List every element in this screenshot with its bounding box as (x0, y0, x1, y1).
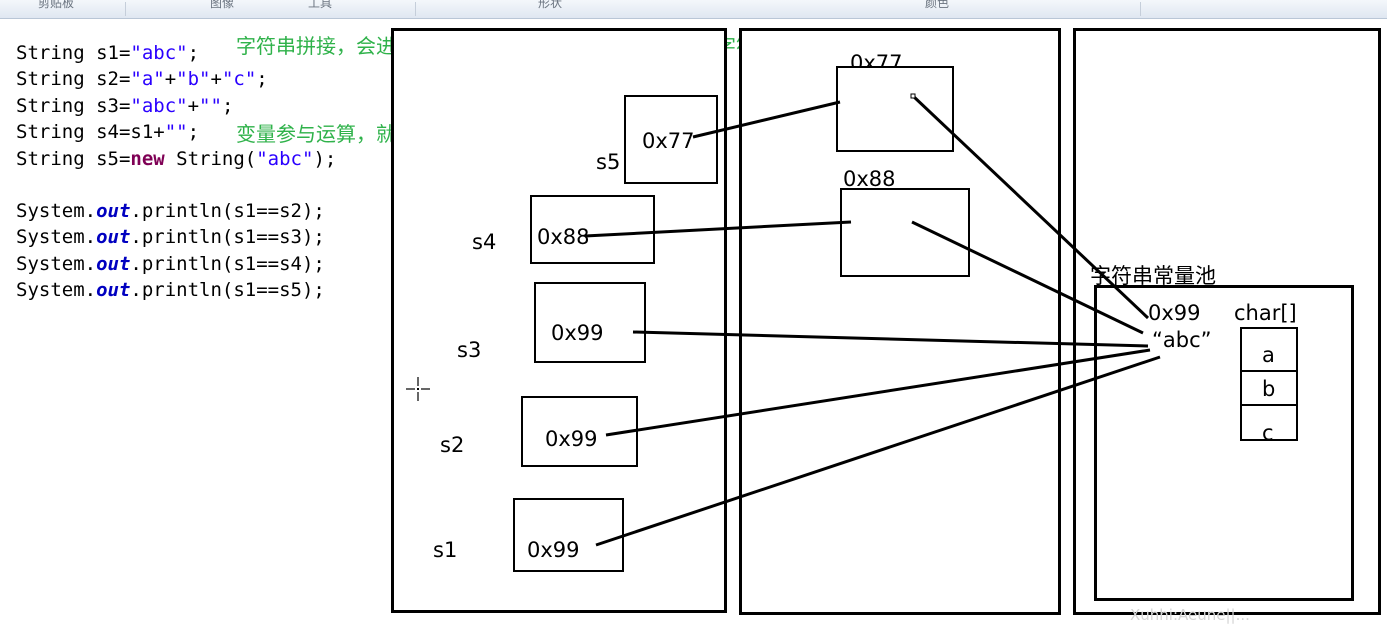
code-token: ; (187, 42, 200, 64)
code-token: ; (187, 121, 200, 144)
code-token: ; (256, 68, 268, 91)
code-line: System.out.println(s1==s5); (16, 277, 336, 303)
stack-var-s3: s3 (457, 338, 482, 362)
ref-line-s1-to-pool (595, 355, 1161, 547)
code-line: System.out.println(s1==s2); (16, 198, 336, 224)
ribbon-tab-image[interactable]: 图像 (210, 0, 235, 10)
ribbon-separator (125, 2, 126, 16)
stack-var-s1: s1 (433, 538, 458, 562)
code-line: String s4=s1+""; (16, 119, 336, 145)
code-token: + (187, 94, 200, 117)
code-token: new (130, 147, 165, 170)
ribbon-tab-tools[interactable]: 工具 (308, 0, 333, 10)
code-token: "abc" (256, 147, 314, 170)
code-token: String s1= (16, 42, 131, 64)
code-token: "a" (130, 68, 165, 91)
code-token: "" (164, 121, 188, 144)
code-token: .println(s1==s3); (130, 226, 325, 249)
heap-object-0x77 (836, 66, 954, 152)
paint-ribbon: 剪贴板 图像 工具 形状 颜色 (0, 0, 1387, 19)
code-token: + (164, 68, 177, 91)
code-line: String s2="a"+"b"+"c"; (16, 66, 336, 92)
ribbon-tab-colors[interactable]: 颜色 (925, 0, 950, 10)
code-token: ); (313, 147, 337, 170)
code-token: out (96, 199, 131, 222)
code-token: String( (164, 147, 257, 170)
stack-addr-s2: 0x99 (545, 427, 598, 451)
code-token: "c" (221, 68, 257, 91)
code-token: System. (16, 226, 97, 249)
stack-box-s2: 0x99 (521, 396, 638, 467)
ref-line-s3-to-pool (632, 330, 1149, 348)
char-b: b (1262, 377, 1276, 401)
code-token: "abc" (130, 94, 188, 117)
stack-addr-s5: 0x77 (642, 129, 695, 153)
stack-var-s4: s4 (472, 230, 497, 254)
stack-box-s4: 0x88 (530, 195, 655, 264)
code-token: System. (16, 252, 97, 275)
ref-line-0x77-to-pool (911, 94, 1150, 320)
code-token: String s4=s1+ (16, 121, 165, 144)
ref-line-s4-to-0x88 (584, 220, 852, 238)
code-token: + (210, 68, 222, 91)
char-cell-c: c (1240, 404, 1298, 445)
stack-var-s5: s5 (596, 150, 621, 174)
stack-box-s1: 0x99 (513, 498, 624, 572)
string-constant-pool (1094, 285, 1354, 601)
crosshair-cursor-icon (406, 377, 430, 401)
heap-object-0x88 (840, 188, 970, 277)
ref-line-0x88-to-pool (911, 220, 1144, 335)
selection-handle (910, 93, 916, 99)
code-line: System.out.println(s1==s3); (16, 224, 336, 250)
stack-addr-s4: 0x88 (537, 225, 590, 249)
char-array-label: char[] (1234, 301, 1297, 325)
code-token: String s3= (16, 94, 131, 117)
code-token: System. (16, 279, 97, 302)
char-cell-a: a (1240, 327, 1298, 372)
code-line: String s5=new String("abc"); (16, 146, 336, 172)
char-cell-b: b (1240, 370, 1298, 406)
code-token: "" (199, 94, 222, 117)
code-line: String s1="abc"; (16, 40, 336, 66)
char-a: a (1262, 343, 1275, 367)
stack-addr-s1: 0x99 (527, 538, 580, 562)
heap-addr-0x88: 0x88 (843, 167, 896, 191)
ribbon-separator (415, 2, 416, 16)
code-line: System.out.println(s1==s4); (16, 251, 336, 277)
char-c: c (1262, 421, 1274, 445)
code-token: out (96, 252, 131, 275)
pool-literal-abc: “abc” (1152, 328, 1212, 352)
java-code-block: String s1="abc";String s2="a"+"b"+"c";St… (16, 40, 336, 304)
code-line: String s3="abc"+""; (16, 93, 336, 119)
code-token: ; (221, 94, 234, 117)
code-token: .println(s1==s5); (130, 279, 325, 302)
code-token: "abc" (130, 42, 188, 64)
code-token: String s5= (16, 147, 131, 170)
ribbon-tab-clipboard[interactable]: 剪贴板 (38, 0, 75, 10)
code-token: .println(s1==s2); (130, 199, 325, 222)
code-token: "b" (176, 68, 211, 91)
code-token: System. (16, 199, 97, 222)
video-watermark: Xuhhi:Aeune||... (1130, 606, 1250, 624)
stack-box-s3: 0x99 (534, 282, 646, 363)
code-token: out (96, 226, 131, 249)
code-token: String s2= (16, 68, 131, 91)
stack-box-s5: 0x77 (624, 95, 718, 184)
ribbon-tab-shapes[interactable]: 形状 (538, 0, 563, 10)
stack-var-s2: s2 (440, 433, 465, 457)
code-token: .println(s1==s4); (130, 252, 325, 275)
code-token: out (96, 279, 131, 302)
stack-addr-s3: 0x99 (551, 321, 604, 345)
pool-addr: 0x99 (1148, 301, 1201, 325)
ribbon-separator (1140, 2, 1141, 16)
ref-line-s5-to-0x77 (692, 100, 841, 139)
ref-line-s2-to-pool (605, 348, 1151, 437)
